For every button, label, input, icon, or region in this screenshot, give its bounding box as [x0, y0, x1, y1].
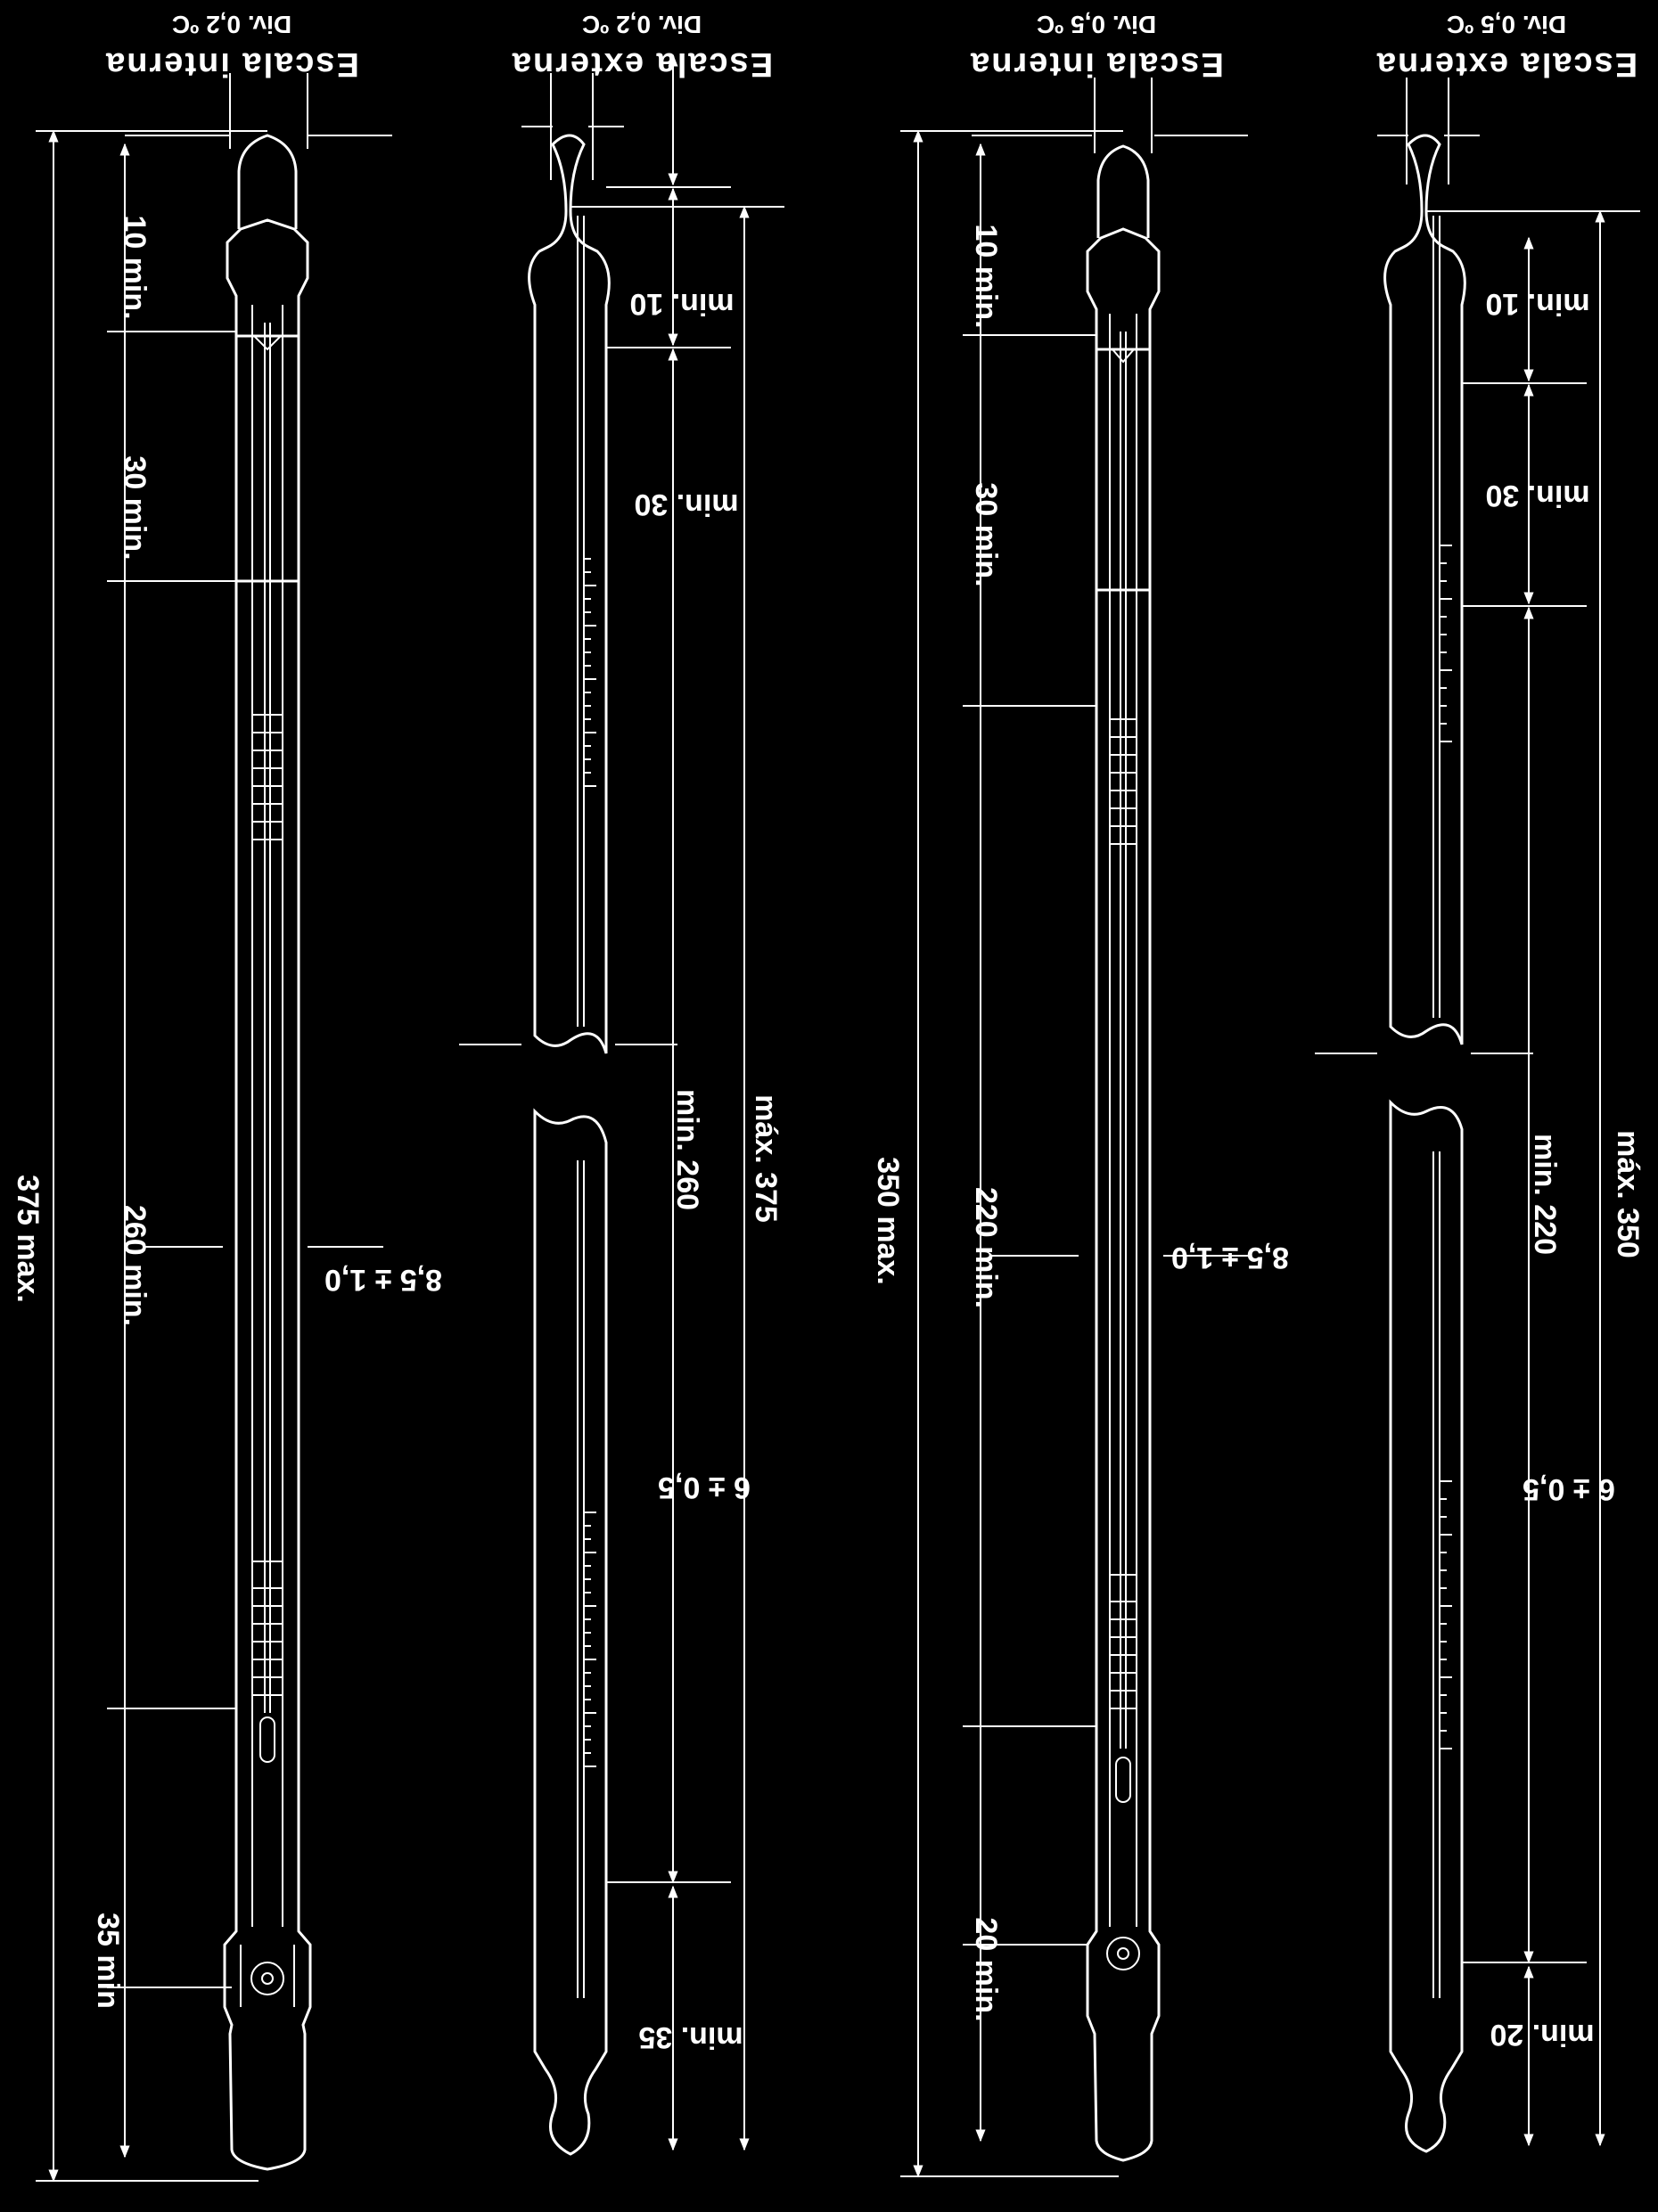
- scale-band-lower: [251, 1561, 283, 1696]
- labels: Escala interna Div. 0,2 ºC 10 min. 30 mi…: [11, 11, 1645, 2054]
- t1-division: Div. 0,2 ºC: [172, 11, 291, 38]
- t1-dim-bottom: 35 min: [91, 1913, 125, 2009]
- t2-dim-overall: máx. 375: [749, 1094, 783, 1223]
- scale-band-upper: [251, 714, 283, 840]
- t4-dim-overall: máx. 350: [1611, 1130, 1645, 1258]
- t3-dim-upper: 30 min.: [969, 482, 1003, 586]
- t2-title: Escala externa: [511, 45, 773, 83]
- t3-dim-bottom: 20 min.: [969, 1917, 1003, 2021]
- thermometer-external-05: [1315, 78, 1640, 2153]
- t1-title: Escala interna: [104, 45, 359, 83]
- t2-division: Div. 0,2 ºC: [582, 11, 702, 38]
- dimension-lines: [36, 129, 267, 2183]
- thermometer-internal-02: [36, 73, 392, 2183]
- t4-dim-diameter: 6 ± 0,5: [1523, 1472, 1615, 1506]
- t4-division: Div. 0,5 ºC: [1447, 11, 1566, 38]
- scale-ticks-upper: [584, 558, 596, 787]
- t3-dim-top: 10 min.: [969, 224, 1003, 328]
- thermometer-external-02: [459, 53, 784, 2156]
- t4-dim-upper: min. 30: [1485, 479, 1589, 512]
- scale-ticks-lower: [1440, 1480, 1452, 1749]
- dimension-lines: [900, 129, 1123, 2178]
- t1-dim-top: 10 min.: [118, 215, 152, 319]
- t2-dim-diameter: 6 ± 0,5: [658, 1471, 751, 1504]
- dimension-lines: [459, 53, 784, 2151]
- t2-dim-middle: min. 260: [670, 1089, 704, 1210]
- t3-dim-middle: 220 min.: [969, 1187, 1003, 1308]
- scale-band-upper: [1109, 718, 1137, 845]
- scale-ticks-upper: [1440, 545, 1452, 742]
- scale-ticks-lower: [584, 1512, 596, 1767]
- t1-dim-overall: 375 max.: [11, 1175, 45, 1303]
- t3-division: Div. 0,5 ºC: [1037, 11, 1156, 38]
- t3-title: Escala interna: [969, 45, 1224, 83]
- t1-dim-middle: 260 min.: [118, 1205, 152, 1326]
- scale-band-lower: [1109, 1574, 1137, 1709]
- t3-dim-overall: 350 max.: [871, 1157, 905, 1285]
- t2-dim-bottom: min. 35: [638, 2020, 743, 2054]
- t2-dim-top: min. 10: [629, 287, 734, 321]
- dimension-lines: [1315, 78, 1640, 2147]
- t4-dim-bottom: min. 20: [1490, 2018, 1594, 2052]
- t3-dim-diameter: 8,5 ± 1,0: [1171, 1241, 1289, 1274]
- thermometer-internal-05: [900, 78, 1248, 2178]
- t4-dim-middle: min. 220: [1528, 1134, 1562, 1255]
- t4-dim-top: min. 10: [1485, 287, 1589, 321]
- t2-dim-upper: min. 30: [634, 487, 738, 521]
- t1-dim-diameter: 8,5 ± 1,0: [324, 1263, 442, 1297]
- t4-title: Escala externa: [1375, 45, 1637, 83]
- t1-dim-upper: 30 min.: [118, 455, 152, 560]
